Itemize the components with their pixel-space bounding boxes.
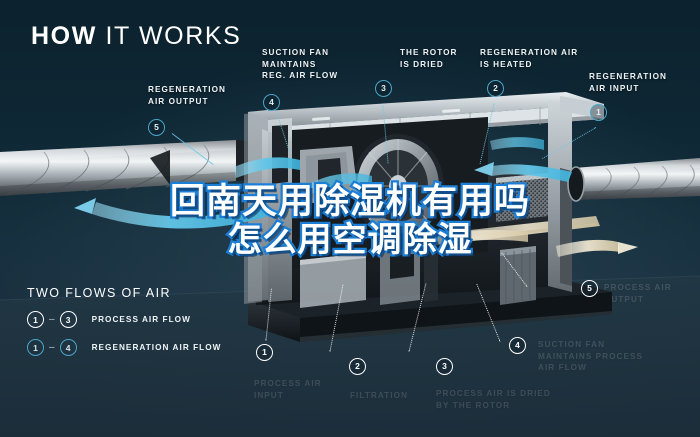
- title-light: IT WORKS: [105, 22, 242, 50]
- callout-label-regeneration-air-input: REGENERATION AIR INPUT: [589, 72, 667, 93]
- legend-row-regeneration-air-flow: 1 – 4 REGENERATION AIR FLOW: [27, 339, 221, 356]
- legend-badge-to-3: 3: [59, 311, 77, 328]
- rotor-wheel: [352, 134, 444, 238]
- callout-badge-filtration[interactable]: 2: [349, 358, 366, 375]
- legend-badge-to-4: 4: [59, 339, 77, 356]
- legend: TWO FLOWS OF AIR 1 – 3 PROCESS AIR FLOW …: [27, 286, 221, 367]
- legend-title: TWO FLOWS OF AIR: [27, 286, 171, 300]
- callout-label-regeneration-air-heated: REGENERATION AIR IS HEATED: [480, 48, 579, 69]
- legend-label-regeneration-air-flow: REGENERATION AIR FLOW: [91, 343, 222, 352]
- legend-row-process-air-flow: 1 – 3 PROCESS AIR FLOW: [27, 311, 221, 328]
- airflow-arrows: [74, 137, 638, 257]
- callout-badge-regeneration-air-heated[interactable]: 2: [487, 80, 504, 97]
- legend-dash-reg: –: [49, 342, 55, 353]
- machine-body: [244, 92, 604, 308]
- right-duct: [567, 158, 700, 202]
- callout-badge-rotor-is-dried[interactable]: 3: [375, 80, 392, 97]
- callout-label-regeneration-air-output: REGENERATION AIR OUTPUT: [148, 85, 226, 106]
- callout-badge-suction-fan-reg[interactable]: 4: [263, 94, 280, 111]
- callout-badge-process-air-input[interactable]: 1: [256, 344, 273, 361]
- title-bold: HOW: [31, 22, 97, 50]
- callout-badge-regeneration-air-output[interactable]: 5: [148, 119, 165, 136]
- callout-badge-regeneration-air-input[interactable]: 1: [590, 104, 607, 121]
- callout-label-suction-fan-reg: SUCTION FAN MAINTAINS REG. AIR FLOW: [262, 48, 339, 81]
- legend-badge-from-1: 1: [27, 311, 44, 328]
- legend-badge-from-1-reg: 1: [27, 339, 44, 356]
- callout-label-rotor-is-dried: THE ROTOR IS DRIED: [400, 48, 458, 69]
- left-duct: [0, 140, 252, 196]
- legend-label-process-air-flow: PROCESS AIR FLOW: [91, 315, 191, 324]
- callout-badge-suction-fan-process[interactable]: 4: [509, 337, 526, 354]
- callout-badge-process-air-dried[interactable]: 3: [436, 358, 453, 375]
- legend-dash: –: [49, 314, 55, 325]
- page-title: HOW IT WORKS: [31, 24, 241, 49]
- callout-badge-process-air-output[interactable]: 5: [581, 280, 598, 297]
- filter-block: [496, 173, 548, 222]
